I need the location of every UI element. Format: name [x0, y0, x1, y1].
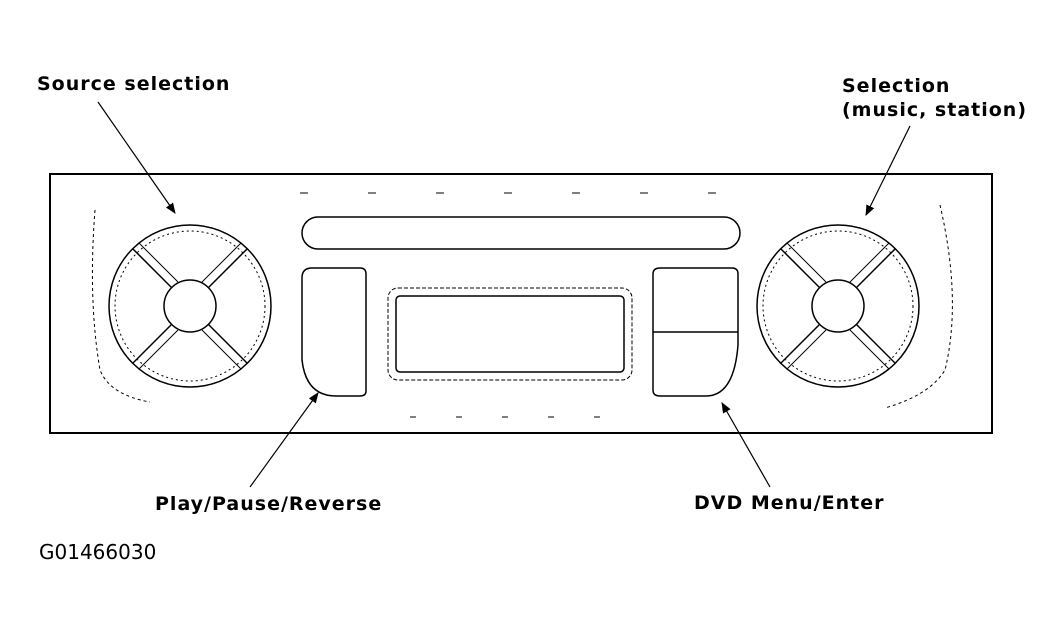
right-control-knob — [756, 224, 920, 388]
display-screen-outer — [387, 287, 633, 381]
panel-outline — [49, 173, 993, 434]
dvd-menu-enter-arrow — [721, 402, 771, 488]
play-pause-reverse-label: Play/Pause/Reverse — [155, 493, 383, 515]
display-screen-inner — [395, 295, 625, 373]
selection-label-line2: (music, station) — [842, 99, 1027, 121]
source-selection-arrow — [97, 101, 176, 214]
left-control-knob — [108, 224, 272, 388]
panel-left-edge-curve — [91, 209, 151, 403]
selection-arrow — [865, 125, 911, 216]
dvd-menu-enter-label: DVD Menu/Enter — [694, 492, 885, 514]
figure-id: G01466030 — [39, 540, 157, 564]
dvd-menu-enter-button — [652, 267, 739, 397]
disc-slot — [301, 216, 741, 250]
play-pause-reverse-arrow — [249, 392, 319, 488]
play-pause-reverse-button — [301, 267, 367, 397]
selection-label-line1: Selection — [842, 75, 951, 97]
source-selection-label: Source selection — [37, 73, 231, 95]
